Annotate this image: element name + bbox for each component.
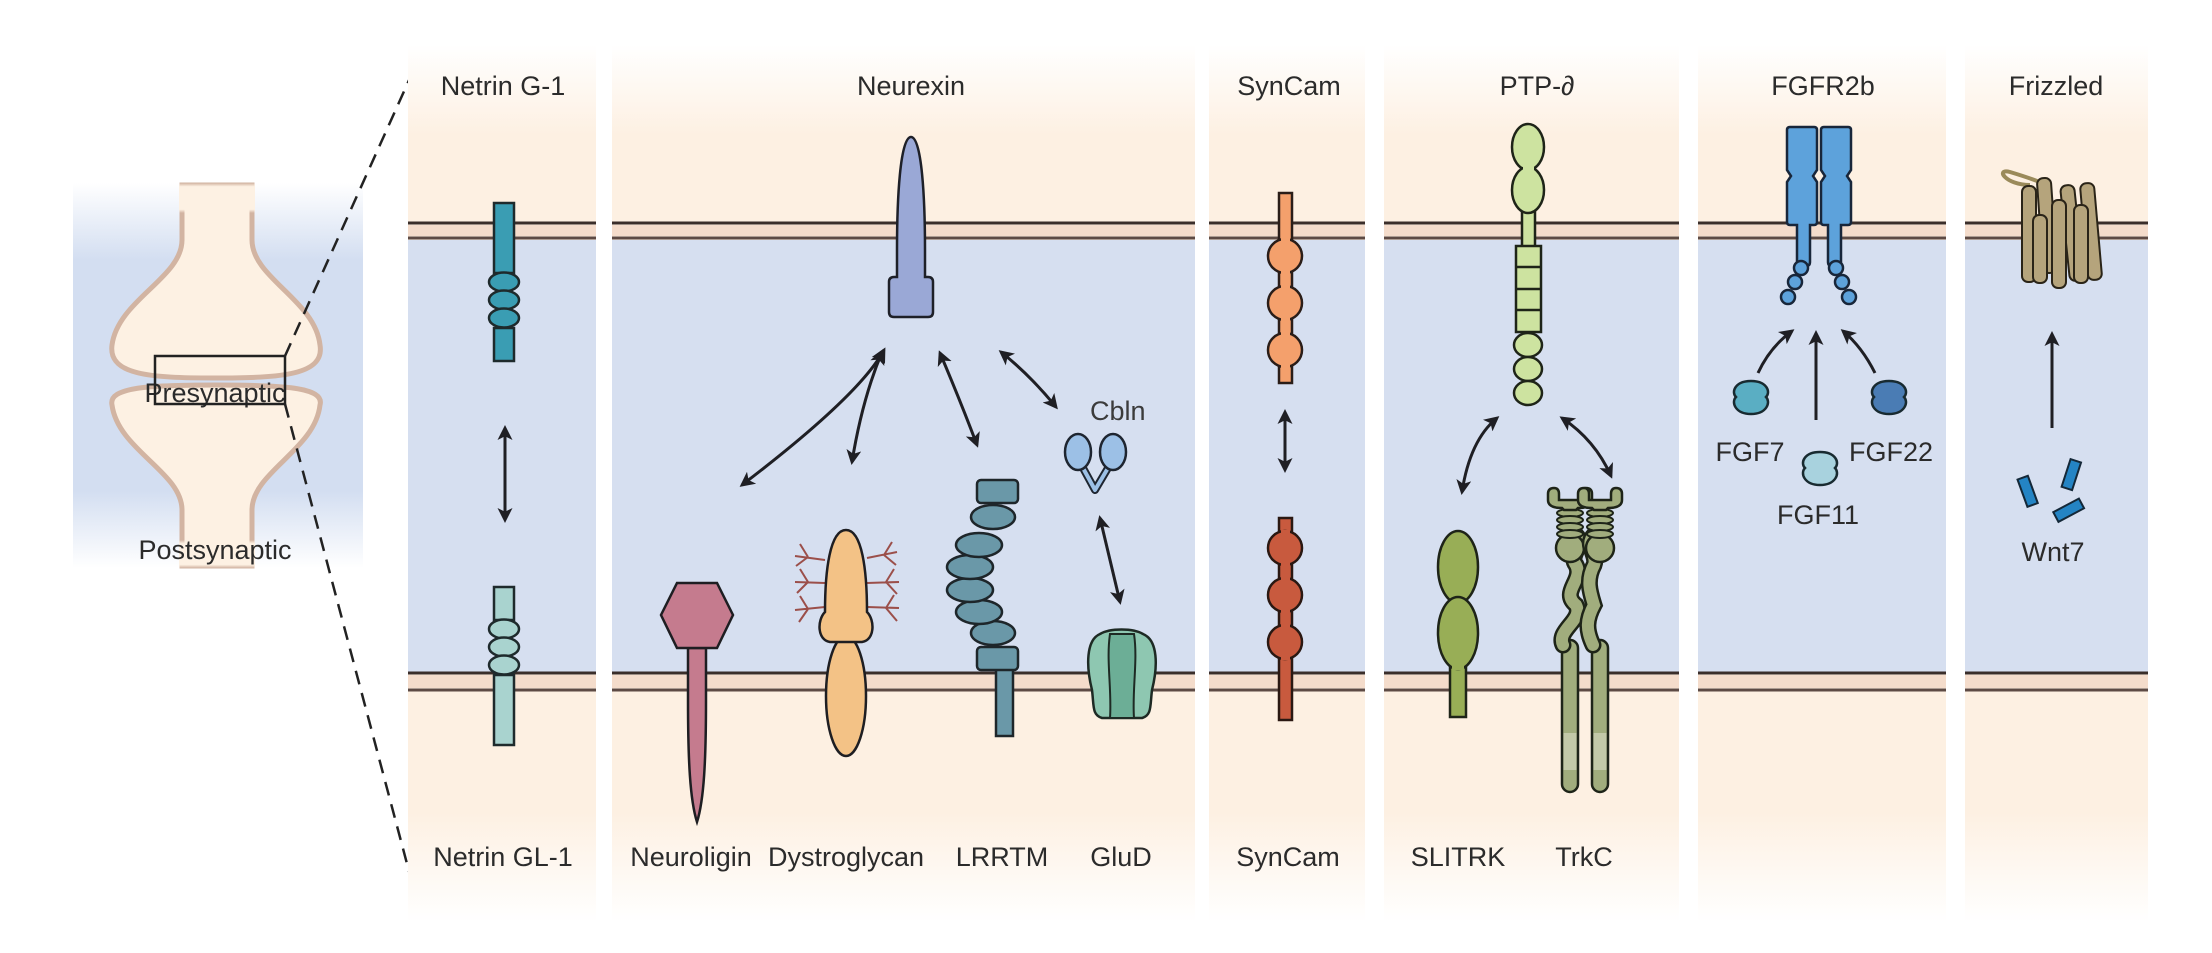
arrow-cbln-glud [1095, 515, 1125, 605]
syncam-presynaptic-protein [1266, 191, 1304, 385]
arrow-neurexin-lrrtm [937, 350, 980, 448]
label-dystroglycan: Dystroglycan [768, 842, 924, 872]
zoom-line-bottom [283, 403, 412, 876]
label-glud: GluD [1090, 842, 1152, 872]
cbln-protein [1063, 432, 1128, 494]
frizzled-receptor [2001, 169, 2103, 289]
neuroligin-protein [659, 581, 735, 827]
slitrk-protein [1436, 529, 1480, 719]
label-netrin-gl1: Netrin GL-1 [433, 842, 573, 872]
trkc-protein [1546, 486, 1624, 794]
arrow-neurexin-dystroglycan [846, 349, 885, 465]
label-fgf11: FGF11 [1777, 500, 1859, 530]
netrin-gl1-protein [487, 585, 521, 747]
zoom-region-box [153, 354, 287, 406]
trkc-monomer [1576, 486, 1624, 794]
panel-title-ptp: PTP-∂ [1500, 71, 1575, 101]
label-slitrk: SLITRK [1411, 842, 1506, 872]
glycan-branches [794, 541, 900, 623]
netrin-g1-protein [487, 201, 521, 363]
netrin-panel: Netrin G-1 Netrin GL-1 [433, 71, 573, 872]
panel-title-neurexin: Neurexin [857, 71, 965, 101]
panel-title-netrin: Netrin G-1 [441, 71, 566, 101]
label-lrrtm: LRRTM [956, 842, 1049, 872]
fgfr2b-dimer [1779, 125, 1858, 306]
panel-background-netrin [408, 45, 596, 922]
label-trkc: TrkC [1555, 842, 1612, 872]
panel-title-fgfr2b: FGFR2b [1771, 71, 1875, 101]
wnt7-ligands [2016, 457, 2086, 524]
zoom-line-top [283, 77, 412, 357]
fgf7-ligand [1732, 379, 1770, 416]
panel-title-syncam: SynCam [1237, 71, 1341, 101]
label-fgf22: FGF22 [1849, 437, 1933, 467]
lrrtm-protein [945, 478, 1020, 738]
syncam-postsynaptic-protein [1266, 516, 1304, 722]
ptp-panel: PTP-∂ SLITRK TrkC [1411, 71, 1624, 872]
dystroglycan-protein [794, 528, 900, 758]
label-syncam-post: SynCam [1236, 842, 1340, 872]
fgfr-panel: FGFR2b FGF7 FGF11 FGF22 [1715, 71, 1933, 530]
ptp-delta-protein [1510, 122, 1546, 407]
panel-title-frizzled: Frizzled [2009, 71, 2104, 101]
arrow-fgf7-fgfr [1756, 329, 1795, 374]
glud-protein [1087, 628, 1157, 720]
arrow-ptp-trkc [1559, 416, 1613, 479]
postsynaptic-label: Postsynaptic [138, 535, 291, 565]
fgf11-ligand [1801, 450, 1839, 487]
neurexin-panel: Neurexin Neuroligin Dystroglycan [630, 71, 1157, 872]
label-wnt7: Wnt7 [2021, 537, 2084, 567]
label-fgf7: FGF7 [1715, 437, 1784, 467]
panel-background-syncam [1209, 45, 1365, 922]
label-neuroligin: Neuroligin [630, 842, 752, 872]
arrow-ptp-slitrk [1456, 416, 1500, 495]
postsynaptic-terminal [109, 382, 323, 569]
fgf22-ligand [1870, 379, 1908, 416]
arrow-neurexin-cbln [998, 350, 1058, 410]
frizzled-panel: Frizzled Wnt7 [2001, 71, 2104, 567]
synaptic-cleft [1965, 240, 2148, 673]
label-cbln: Cbln [1090, 396, 1146, 426]
synapse-overview: Presynaptic Postsynaptic [73, 77, 412, 876]
panel-background-frizzled [1965, 45, 2148, 922]
neurexin-protein [887, 135, 935, 319]
arrow-fgf22-fgfr [1840, 329, 1877, 374]
presynaptic-terminal [109, 182, 323, 381]
syncam-panel: SynCam SynCam [1236, 71, 1341, 872]
